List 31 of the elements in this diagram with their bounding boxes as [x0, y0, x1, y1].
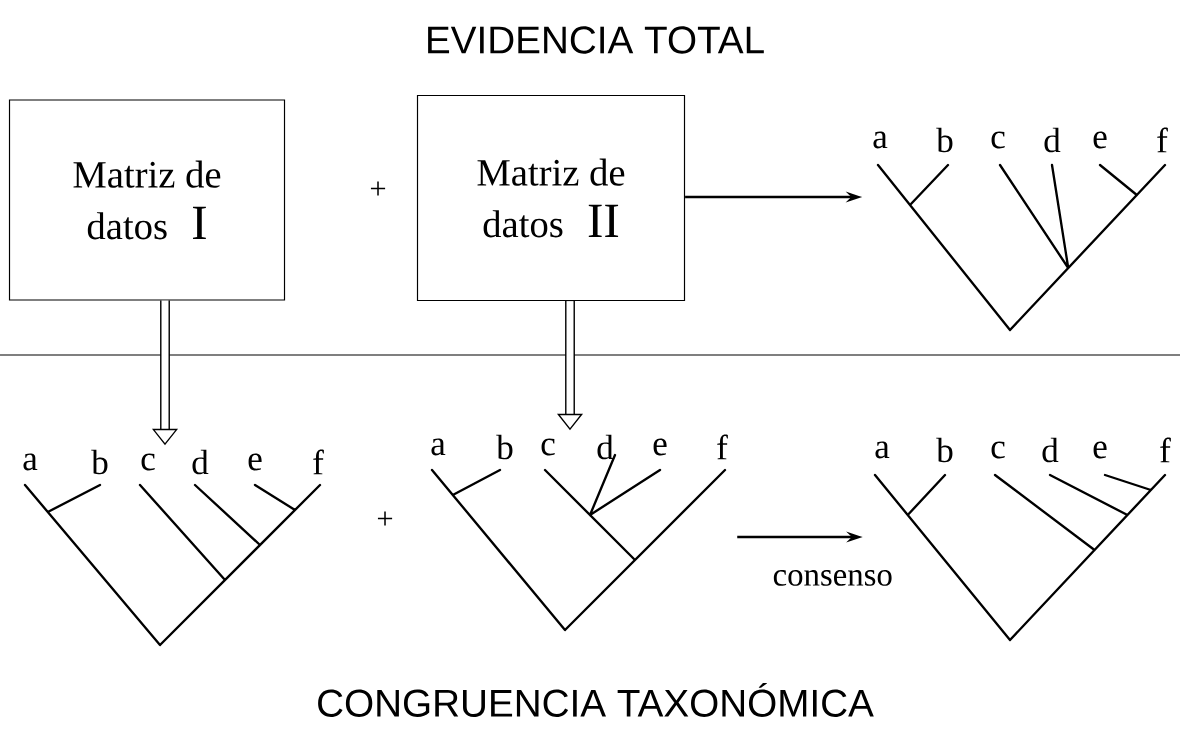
leaf-label: a: [873, 131, 888, 149]
edge-label: consenso: [770, 567, 896, 589]
leaf-label: c: [541, 438, 555, 456]
leaf-label: c: [991, 441, 1005, 459]
caption: CONGRUENCIA TAXONÓMICA: [318, 683, 874, 717]
leaf-label: e: [1093, 441, 1107, 459]
leaf-label: b: [936, 127, 953, 153]
leaf-label: e: [1093, 131, 1107, 149]
leaf-label: c: [141, 453, 155, 471]
leaf-label: f: [1157, 127, 1168, 153]
leaf-label: b: [91, 449, 108, 475]
leaf-label: f: [1160, 437, 1171, 463]
leaf-label: d: [192, 449, 209, 475]
leaf-label: f: [717, 434, 728, 460]
leaf-label: a: [875, 441, 890, 459]
plus-sign: +: [377, 511, 393, 526]
leaf-label: f: [313, 449, 324, 475]
data-matrix-box: Matriz de datos I: [8, 99, 286, 301]
data-matrix-box: Matriz de datos II: [416, 94, 686, 302]
leaf-label: a: [431, 438, 446, 456]
leaf-label: d: [1042, 437, 1059, 463]
leaf-label: d: [1044, 127, 1061, 153]
title: EVIDENCIA TOTAL: [428, 26, 764, 54]
leaf-label: e: [248, 453, 262, 471]
leaf-label: b: [936, 437, 953, 463]
leaf-label: e: [653, 438, 667, 456]
leaf-label: d: [597, 434, 614, 460]
plus-sign: +: [370, 181, 386, 196]
leaf-label: b: [496, 434, 513, 460]
leaf-label: a: [23, 453, 38, 471]
leaf-label: c: [991, 131, 1005, 149]
